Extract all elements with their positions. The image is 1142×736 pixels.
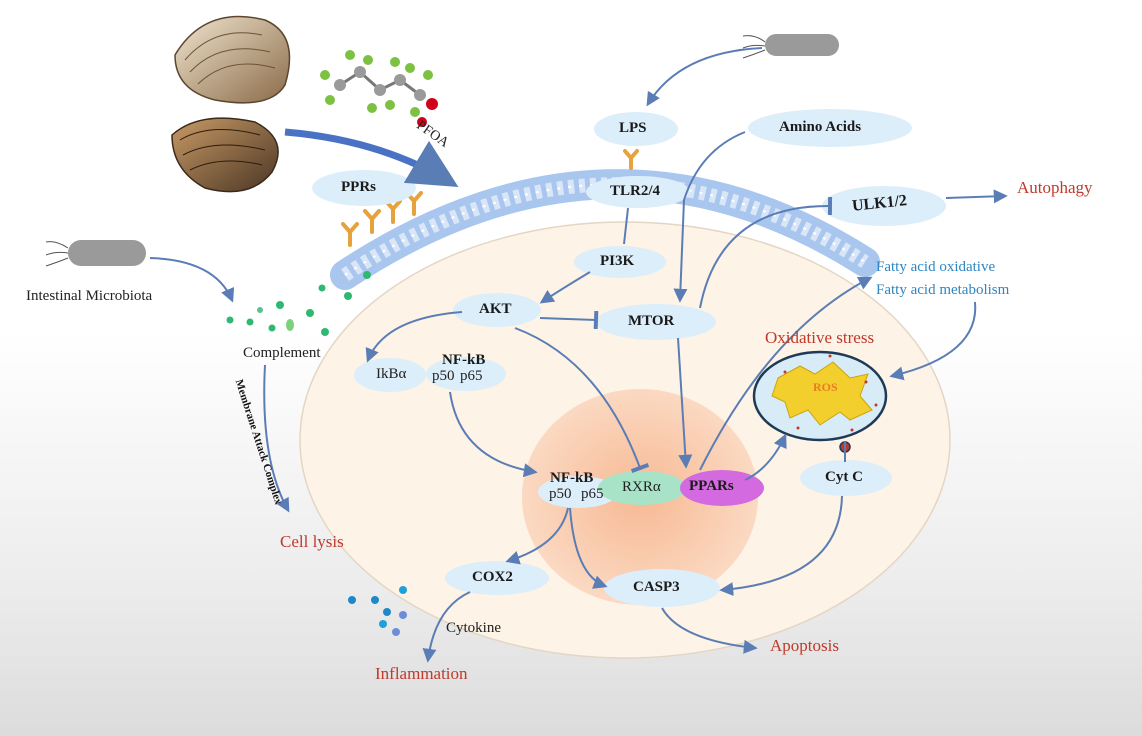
label-ros: ROS — [813, 380, 838, 394]
label-akt: AKT — [479, 301, 512, 317]
node-ulk — [822, 186, 946, 226]
node-pprs — [312, 170, 416, 206]
label-amino-acids: Amino Acids — [779, 119, 862, 135]
node-nfkb-mid — [538, 476, 618, 508]
clam-icon — [171, 15, 291, 193]
label-cytokine: Cytokine — [446, 620, 501, 636]
label-intestinal-microbiota: Intestinal Microbiota — [26, 288, 153, 304]
label-apoptosis: Apoptosis — [770, 636, 839, 655]
receptor-icons — [341, 149, 639, 247]
label-tlr: TLR2/4 — [610, 183, 661, 199]
node-rxra — [598, 471, 686, 505]
node-ikba — [354, 358, 426, 392]
node-casp3 — [604, 569, 720, 607]
label-p65-mid: p65 — [581, 486, 604, 502]
label-p65-top: p65 — [460, 368, 483, 384]
node-pi3k — [574, 246, 666, 278]
label-complement: Complement — [243, 345, 321, 361]
pathway-arrows — [149, 47, 1008, 663]
label-ppars: PPARs — [689, 478, 734, 494]
complement-particles — [226, 271, 371, 336]
label-fatty-metabolism: Fatty acid metabolism — [876, 282, 1010, 298]
node-amino-acids — [748, 109, 912, 147]
node-tlr — [586, 176, 690, 208]
label-nfkb-top: NF-kB — [442, 352, 486, 368]
label-ikba: IkBα — [376, 366, 407, 382]
label-lps: LPS — [619, 120, 647, 136]
label-cox2: COX2 — [472, 569, 513, 585]
label-pprs: PPRs — [341, 179, 376, 195]
node-akt — [453, 293, 541, 327]
label-nfkb-mid: NF-kB — [550, 470, 594, 486]
label-autophagy: Autophagy — [1017, 178, 1093, 197]
node-cox2 — [445, 561, 549, 595]
label-pi3k: PI3K — [600, 253, 635, 269]
cytokine-particles — [348, 586, 407, 636]
mitochondrion — [752, 350, 888, 453]
label-cytc: Cyt C — [825, 469, 863, 485]
label-casp3: CASP3 — [633, 579, 680, 595]
node-cytc — [800, 460, 892, 496]
node-nfkb-top — [426, 357, 506, 391]
pfoa-molecule-icon — [320, 50, 438, 127]
label-mtor: MTOR — [628, 313, 675, 329]
label-rxra: RXRα — [622, 479, 661, 495]
label-inflammation: Inflammation — [375, 664, 468, 683]
node-lps — [594, 112, 678, 146]
node-ppars — [680, 470, 764, 506]
label-p50-mid: p50 — [549, 486, 572, 502]
label-fatty-oxidative: Fatty acid oxidative — [876, 259, 996, 275]
bacterium-top-icon — [742, 34, 839, 59]
bacterium-left-icon — [45, 240, 146, 267]
label-cell-lysis: Cell lysis — [280, 532, 344, 551]
label-oxidative-stress: Oxidative stress — [765, 328, 875, 347]
label-p50-top: p50 — [432, 368, 455, 384]
node-mtor — [596, 304, 716, 340]
